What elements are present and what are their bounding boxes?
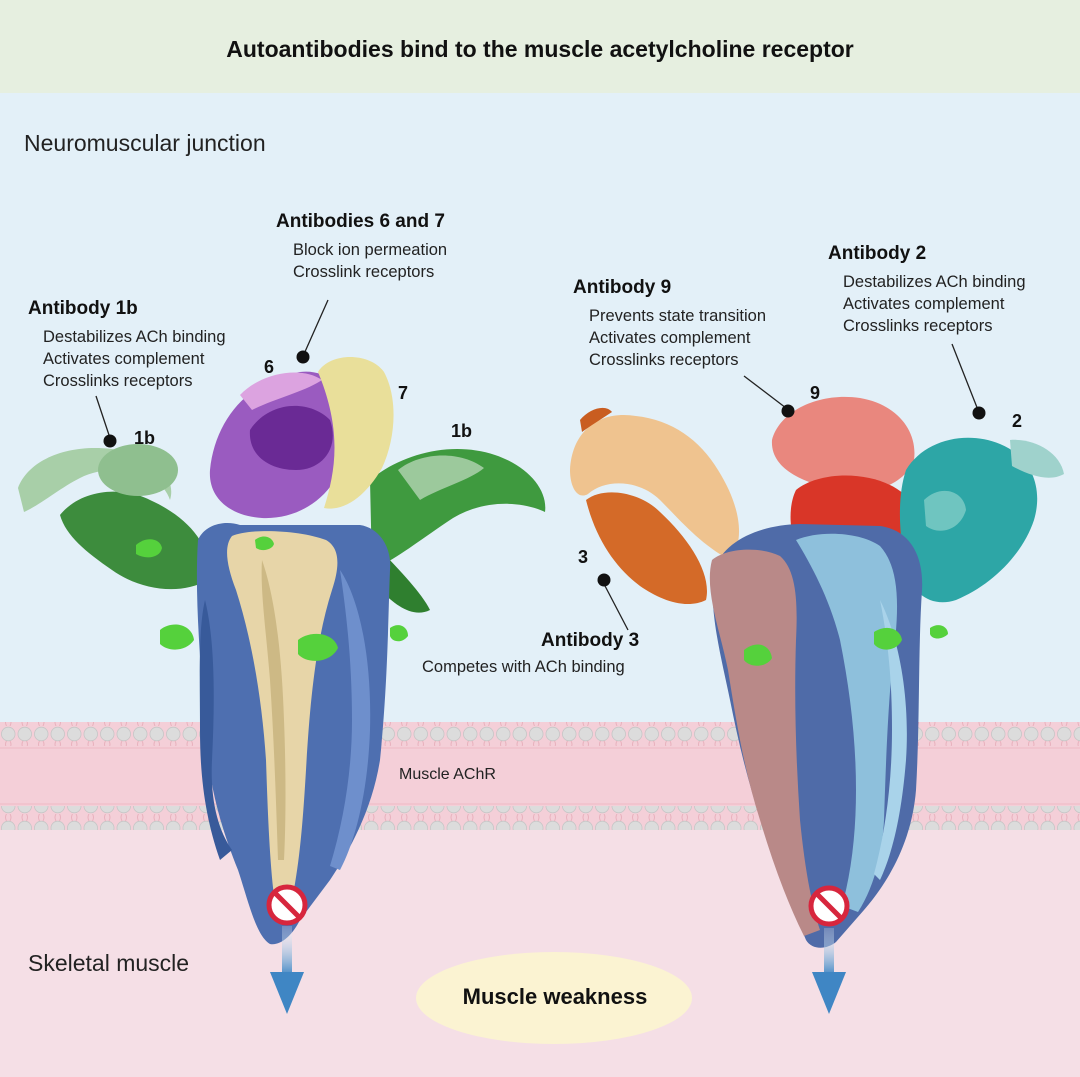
region-label-muscle: Skeletal muscle xyxy=(28,950,190,976)
membrane-label: Muscle AChR xyxy=(399,766,496,783)
antibodies-6-7-line: Crosslink receptors xyxy=(293,263,435,281)
antibody-9-heading: Antibody 9 xyxy=(573,277,672,298)
site-label-1b-right: 1b xyxy=(451,421,473,441)
antibody-3-orange xyxy=(586,492,707,605)
down-arrow-icon-right xyxy=(812,928,846,1014)
antibody-1b-line: Activates complement xyxy=(43,350,205,368)
ach-ligand-7 xyxy=(874,627,902,650)
region-label-junction: Neuromuscular junction xyxy=(24,130,266,156)
ach-ligand-6 xyxy=(744,644,772,666)
site-label-9: 9 xyxy=(810,383,821,403)
outcome-ellipse xyxy=(416,952,692,1044)
antibody-1b-left-dark xyxy=(60,491,209,590)
ach-ligand-8 xyxy=(930,625,948,639)
ach-ligand-2 xyxy=(255,536,274,551)
antibody-2-light xyxy=(1010,439,1064,478)
antibody-3-line: Competes with ACh binding xyxy=(422,658,625,676)
antibody-2-line: Crosslinks receptors xyxy=(843,317,993,335)
antibody-2-line: Destabilizes ACh binding xyxy=(843,273,1026,291)
site-label-3: 3 xyxy=(578,547,589,567)
site-label-1b-left: 1b xyxy=(134,428,156,448)
antibody-3-peach xyxy=(570,414,740,560)
left-receptor xyxy=(18,357,546,945)
ach-ligand-1 xyxy=(136,539,162,558)
no-entry-icon-left xyxy=(266,884,308,926)
antibody-3-heading: Antibody 3 xyxy=(541,630,640,651)
antibody-2-teal xyxy=(899,437,1038,603)
antibody-9-line: Activates complement xyxy=(589,329,751,347)
outcome-label: Muscle weakness xyxy=(462,984,648,1009)
antibodies-6-7-heading: Antibodies 6 and 7 xyxy=(276,211,445,232)
antibody-9-line: Prevents state transition xyxy=(589,307,767,325)
antibody-2-line: Activates complement xyxy=(843,295,1005,313)
down-arrow-icon-left xyxy=(270,926,304,1014)
antibody-1b-line: Destabilizes ACh binding xyxy=(43,328,226,346)
antibody-6-lilac xyxy=(240,372,322,410)
antibody-2-heading: Antibody 2 xyxy=(828,243,927,264)
antibody-7-yellow xyxy=(318,357,394,509)
antibody-1b-line: Crosslinks receptors xyxy=(43,372,193,390)
antibody-1b-right-light xyxy=(398,455,484,500)
site-label-7: 7 xyxy=(398,383,409,403)
ach-ligand-4 xyxy=(298,633,338,661)
receptor-subunit-lightblue xyxy=(796,533,898,912)
no-entry-icon-right xyxy=(808,885,850,927)
figure-title: Autoantibodies bind to the muscle acetyl… xyxy=(226,36,854,62)
antibody-9-line: Crosslinks receptors xyxy=(589,351,739,369)
site-label-2: 2 xyxy=(1012,411,1023,431)
ach-ligand-3 xyxy=(160,624,194,650)
receptor-subunit-mauve xyxy=(709,549,820,936)
ach-ligand-5 xyxy=(390,625,408,642)
right-receptor xyxy=(570,396,1064,948)
antibodies-6-7-line: Block ion permeation xyxy=(293,241,448,259)
site-label-6: 6 xyxy=(264,357,275,377)
leader-lines xyxy=(95,299,986,631)
antibody-1b-heading: Antibody 1b xyxy=(28,298,138,319)
header-band xyxy=(0,0,1080,93)
antibody-9-salmon xyxy=(771,396,915,492)
